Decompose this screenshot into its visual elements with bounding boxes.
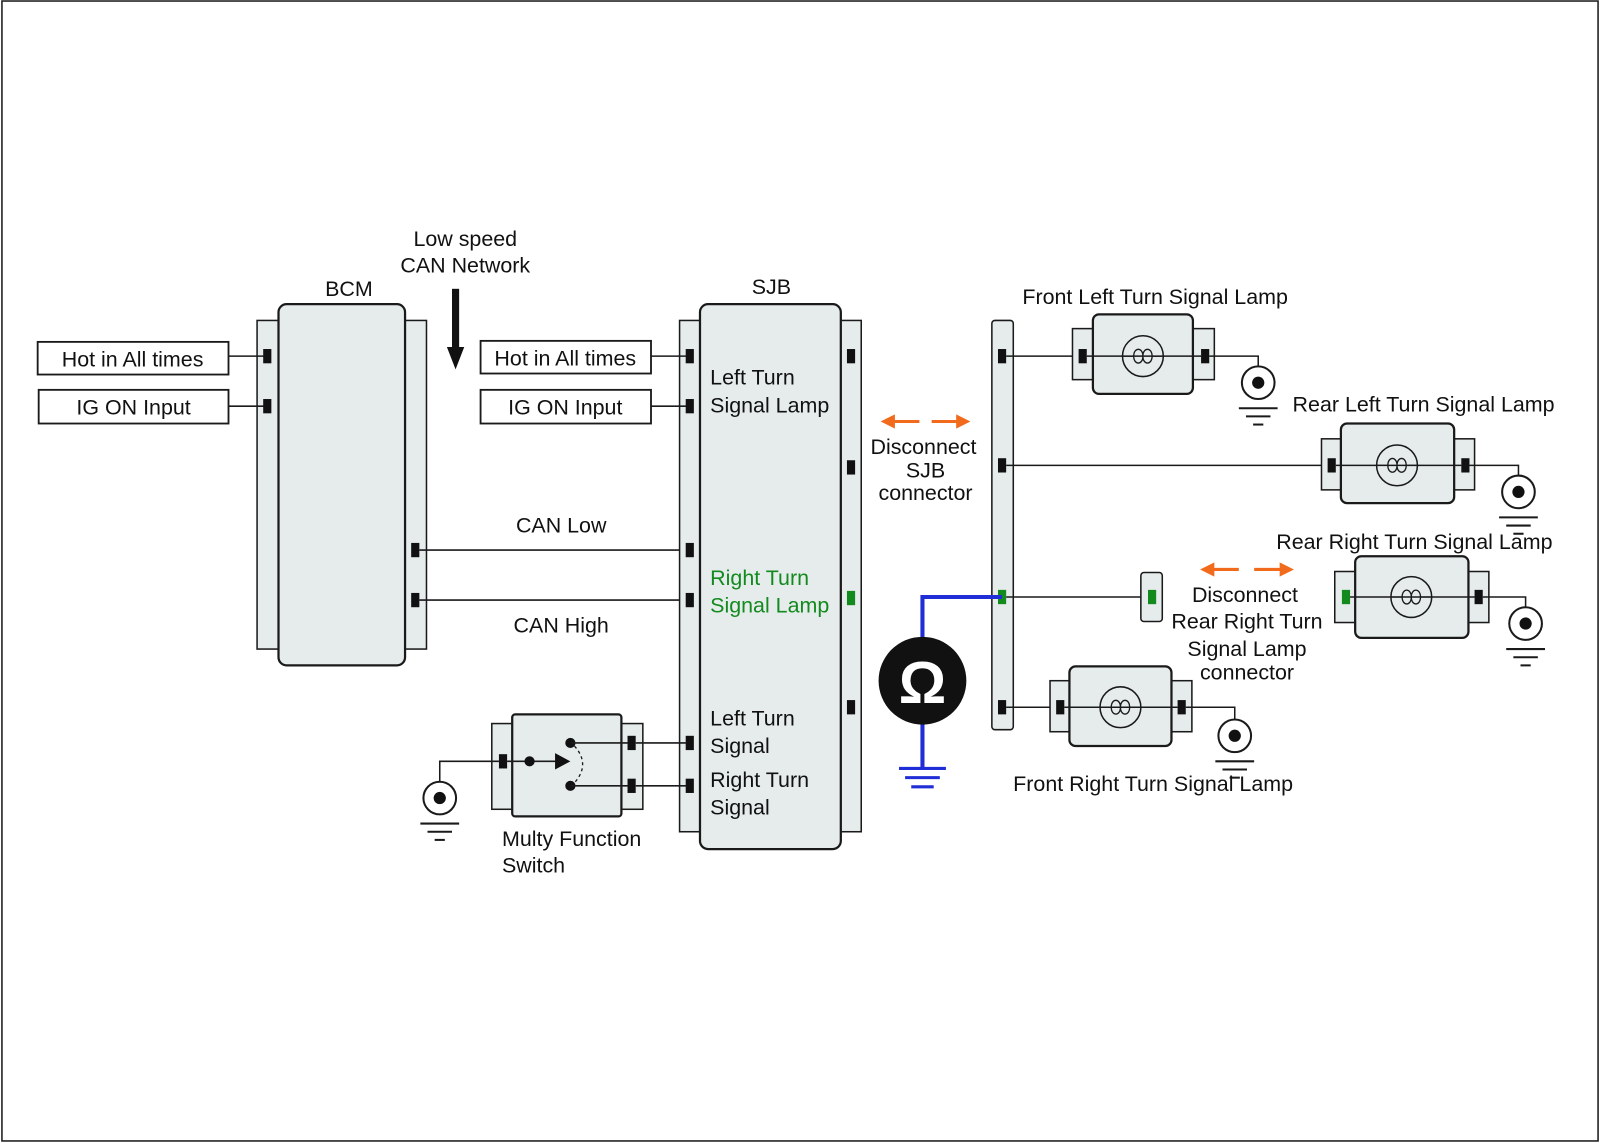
bcm-module: BCM	[256, 277, 428, 667]
bcm-pin-hot	[263, 349, 272, 364]
sjb-right-connector-panel	[838, 319, 862, 833]
ground-icon	[1237, 365, 1279, 426]
sjb-title: SJB	[752, 275, 791, 299]
sjb-pin-out-4	[846, 700, 856, 715]
bcm-hot-input-box	[36, 340, 230, 376]
sjb-left-signal-label-line2: Signal	[710, 734, 770, 758]
sjb-right-signal-label-line2: Signal	[710, 795, 770, 819]
sjb-right-lamp-label-line2: Signal Lamp	[710, 593, 829, 617]
bcm-title: BCM	[325, 277, 373, 301]
sjb-pin-out-2	[846, 460, 856, 475]
bcm-ig-input-label: IG ON Input	[76, 395, 190, 419]
sjb-pin-out-right-lamp	[846, 590, 856, 606]
rear-left-lamp	[1320, 422, 1476, 505]
bcm-pin-can-high	[411, 592, 420, 608]
disconnect-sjb-line2: SJB	[906, 459, 945, 483]
bcm-hot-input-label: Hot in All times	[62, 347, 204, 371]
sjb-pin-can-low	[685, 542, 694, 558]
front-left-lamp-label: Front Left Turn Signal Lamp	[1022, 285, 1288, 309]
harness-connector-panel	[991, 319, 1015, 731]
sjb-left-lamp-label-line1: Left Turn	[710, 366, 795, 390]
sjb-pin-left-signal	[685, 735, 694, 751]
ground-icon	[1505, 606, 1547, 667]
front-left-lamp	[1071, 313, 1216, 396]
switch-ground-wire	[438, 760, 499, 782]
switch-body	[511, 713, 623, 818]
ground-icon	[1498, 474, 1539, 535]
meter-symbol: Ω	[899, 649, 946, 716]
sjb-right-signal-label-line1: Right Turn	[710, 768, 809, 792]
ground-icon	[419, 780, 461, 841]
meter-lead-to-harness	[920, 594, 1003, 638]
sjb-left-lamp-label-line2: Signal Lamp	[710, 393, 829, 417]
sjb-pin-hot	[685, 349, 694, 364]
ohm-meter-icon: Ω	[878, 636, 967, 725]
front-right-lamp	[1049, 665, 1193, 748]
bcm-pin-can-low	[411, 542, 420, 558]
sjb-pin-right-signal	[685, 778, 694, 793]
network-label-line2: CAN Network	[400, 253, 530, 277]
sjb-body	[698, 302, 842, 851]
ground-icon	[1214, 718, 1256, 779]
down-arrow-icon	[446, 288, 465, 370]
sjb-right-lamp-label-line1: Right Turn	[710, 566, 809, 590]
disconnect-sjb-line3: connector	[878, 481, 972, 505]
sjb-hot-input-label: Hot in All times	[494, 346, 636, 370]
multi-function-switch	[491, 713, 644, 818]
disconnect-rear-right-arrows	[1200, 562, 1294, 577]
rear-left-lamp-label: Rear Left Turn Signal Lamp	[1293, 392, 1555, 416]
sjb-module: SJB	[678, 275, 862, 851]
bcm-body	[277, 302, 407, 667]
disconnect-sjb-arrows	[880, 414, 971, 429]
sjb-left-signal-label-line1: Left Turn	[710, 707, 795, 731]
switch-label-line1: Multy Function	[502, 827, 641, 851]
rear-right-lamp-label: Rear Right Turn Signal Lamp	[1276, 530, 1552, 554]
disconnect-rear-right-line1: Disconnect	[1192, 583, 1298, 607]
network-label-line1: Low speed	[413, 227, 517, 251]
sjb-ig-input-label: IG ON Input	[508, 395, 622, 419]
disconnect-rear-right-line3: Signal Lamp	[1187, 637, 1306, 661]
sjb-pin-out-left-lamp	[846, 349, 856, 364]
front-right-lamp-label: Front Right Turn Signal Lamp	[1013, 772, 1293, 796]
disconnect-rear-right-line2: Rear Right Turn	[1171, 610, 1322, 634]
switch-label-line2: Switch	[502, 854, 565, 878]
bcm-pin-ig	[263, 399, 272, 414]
bcm-left-connector-panel	[256, 319, 281, 650]
meter-ground-icon	[898, 766, 946, 789]
sjb-hot-input-box	[479, 339, 652, 375]
bcm-ig-input-box	[37, 388, 230, 425]
rear-right-lamp	[1333, 555, 1490, 639]
can-low-label: CAN Low	[516, 514, 607, 538]
can-high-label: CAN High	[514, 614, 609, 638]
disconnect-sjb-line1: Disconnect	[870, 435, 976, 459]
sjb-pin-can-high	[685, 592, 694, 608]
disconnect-rear-right-line4: connector	[1200, 661, 1294, 685]
sjb-pin-ig	[685, 399, 694, 414]
sjb-left-connector-panel	[678, 319, 703, 833]
